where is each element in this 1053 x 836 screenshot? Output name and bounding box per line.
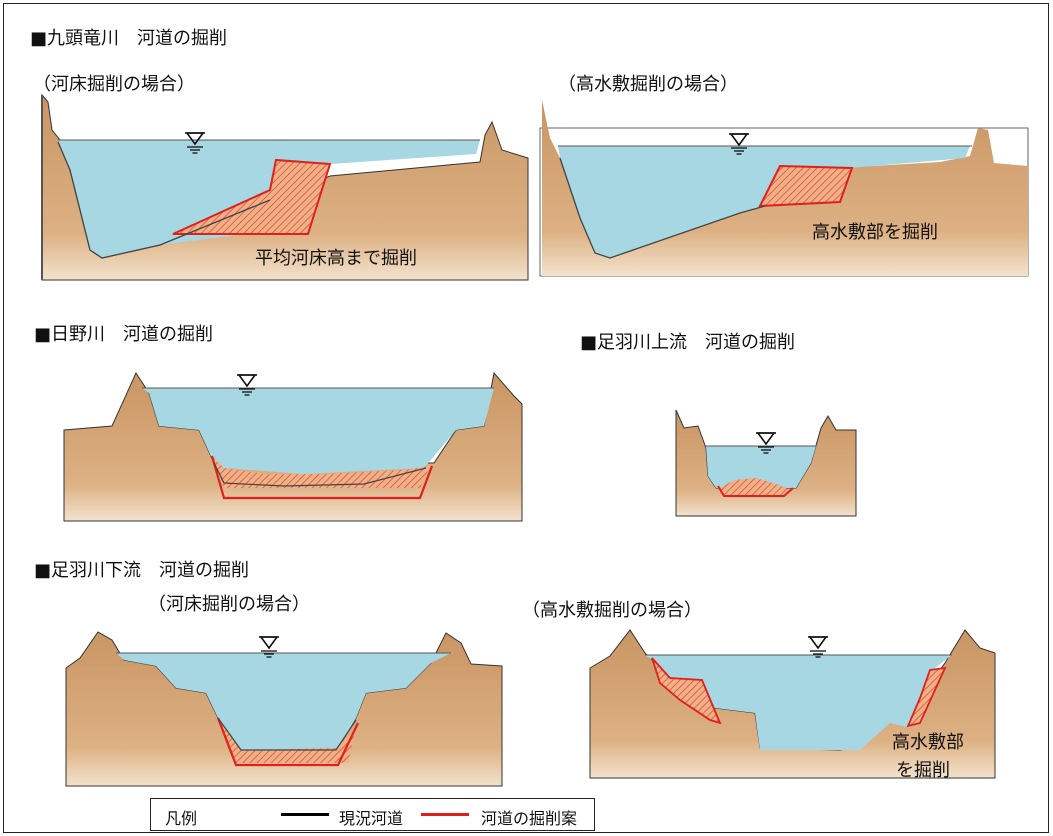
excavation-area — [212, 456, 430, 488]
asuwa-upper-title: ■足羽川上流 河道の掘削 — [580, 332, 796, 353]
kuzuryu-bed-cross-section — [41, 93, 529, 281]
water-body — [645, 655, 952, 750]
legend-current-line — [281, 813, 329, 816]
current-riverbed-line — [57, 141, 271, 259]
excavation-area-left — [651, 657, 722, 725]
asuwa-lower-bed-cross-section — [65, 631, 503, 787]
asuwa-lower-bed-case-label: （河床掘削の場合） — [148, 594, 310, 615]
water-body — [142, 388, 494, 474]
excavation-area-right — [906, 666, 947, 728]
kuzuryu-bed-case-label: （河床掘削の場合） — [33, 74, 195, 95]
legend-current-label: 現況河道 — [339, 809, 404, 828]
water-body — [116, 653, 451, 760]
excavation-area — [720, 478, 791, 496]
kuzuryu-title: ■九頭竜川 河道の掘削 — [30, 28, 228, 49]
ground-mass — [542, 100, 1028, 276]
asuwa-lower-hw-note-line2: を掘削 — [896, 760, 950, 781]
kuzuryu-bed-note: 平均河床高まで掘削 — [255, 248, 417, 269]
water-body — [706, 446, 816, 488]
legend-plan-label: 河道の掘削案 — [481, 809, 578, 828]
asuwa-upper-cross-section — [675, 409, 857, 517]
asuwa-lower-hw-note-line1: 高水敷部 — [892, 732, 964, 753]
current-riverbed-line — [559, 157, 766, 259]
asuwa-lower-hw-case-label: （高水敷掘削の場合） — [522, 600, 702, 621]
current-riverbed-line — [217, 717, 357, 751]
hino-cross-section — [63, 371, 523, 522]
water-level-icon — [807, 636, 829, 658]
asuwa-lower-hw-cross-section — [589, 629, 996, 779]
kuzuryu-hw-case-label: （高水敷掘削の場合） — [558, 74, 738, 95]
kuzuryu-hw-cross-section — [539, 100, 1029, 277]
legend: 凡例 現況河道 河道の掘削案 — [150, 798, 595, 831]
legend-title: 凡例 — [165, 809, 198, 828]
excavation-area — [221, 723, 356, 763]
figure-frame — [3, 3, 1049, 833]
excavation-area — [172, 158, 332, 235]
kuzuryu-hw-note: 高水敷部を掘削 — [812, 222, 938, 243]
excavation-area — [758, 164, 854, 208]
current-riverbed-line — [213, 462, 427, 487]
asuwa-lower-title: ■足羽川下流 河道の掘削 — [34, 560, 250, 581]
legend-plan-line — [421, 813, 469, 816]
ground-mass — [41, 93, 529, 281]
hino-title: ■日野川 河道の掘削 — [34, 324, 214, 345]
